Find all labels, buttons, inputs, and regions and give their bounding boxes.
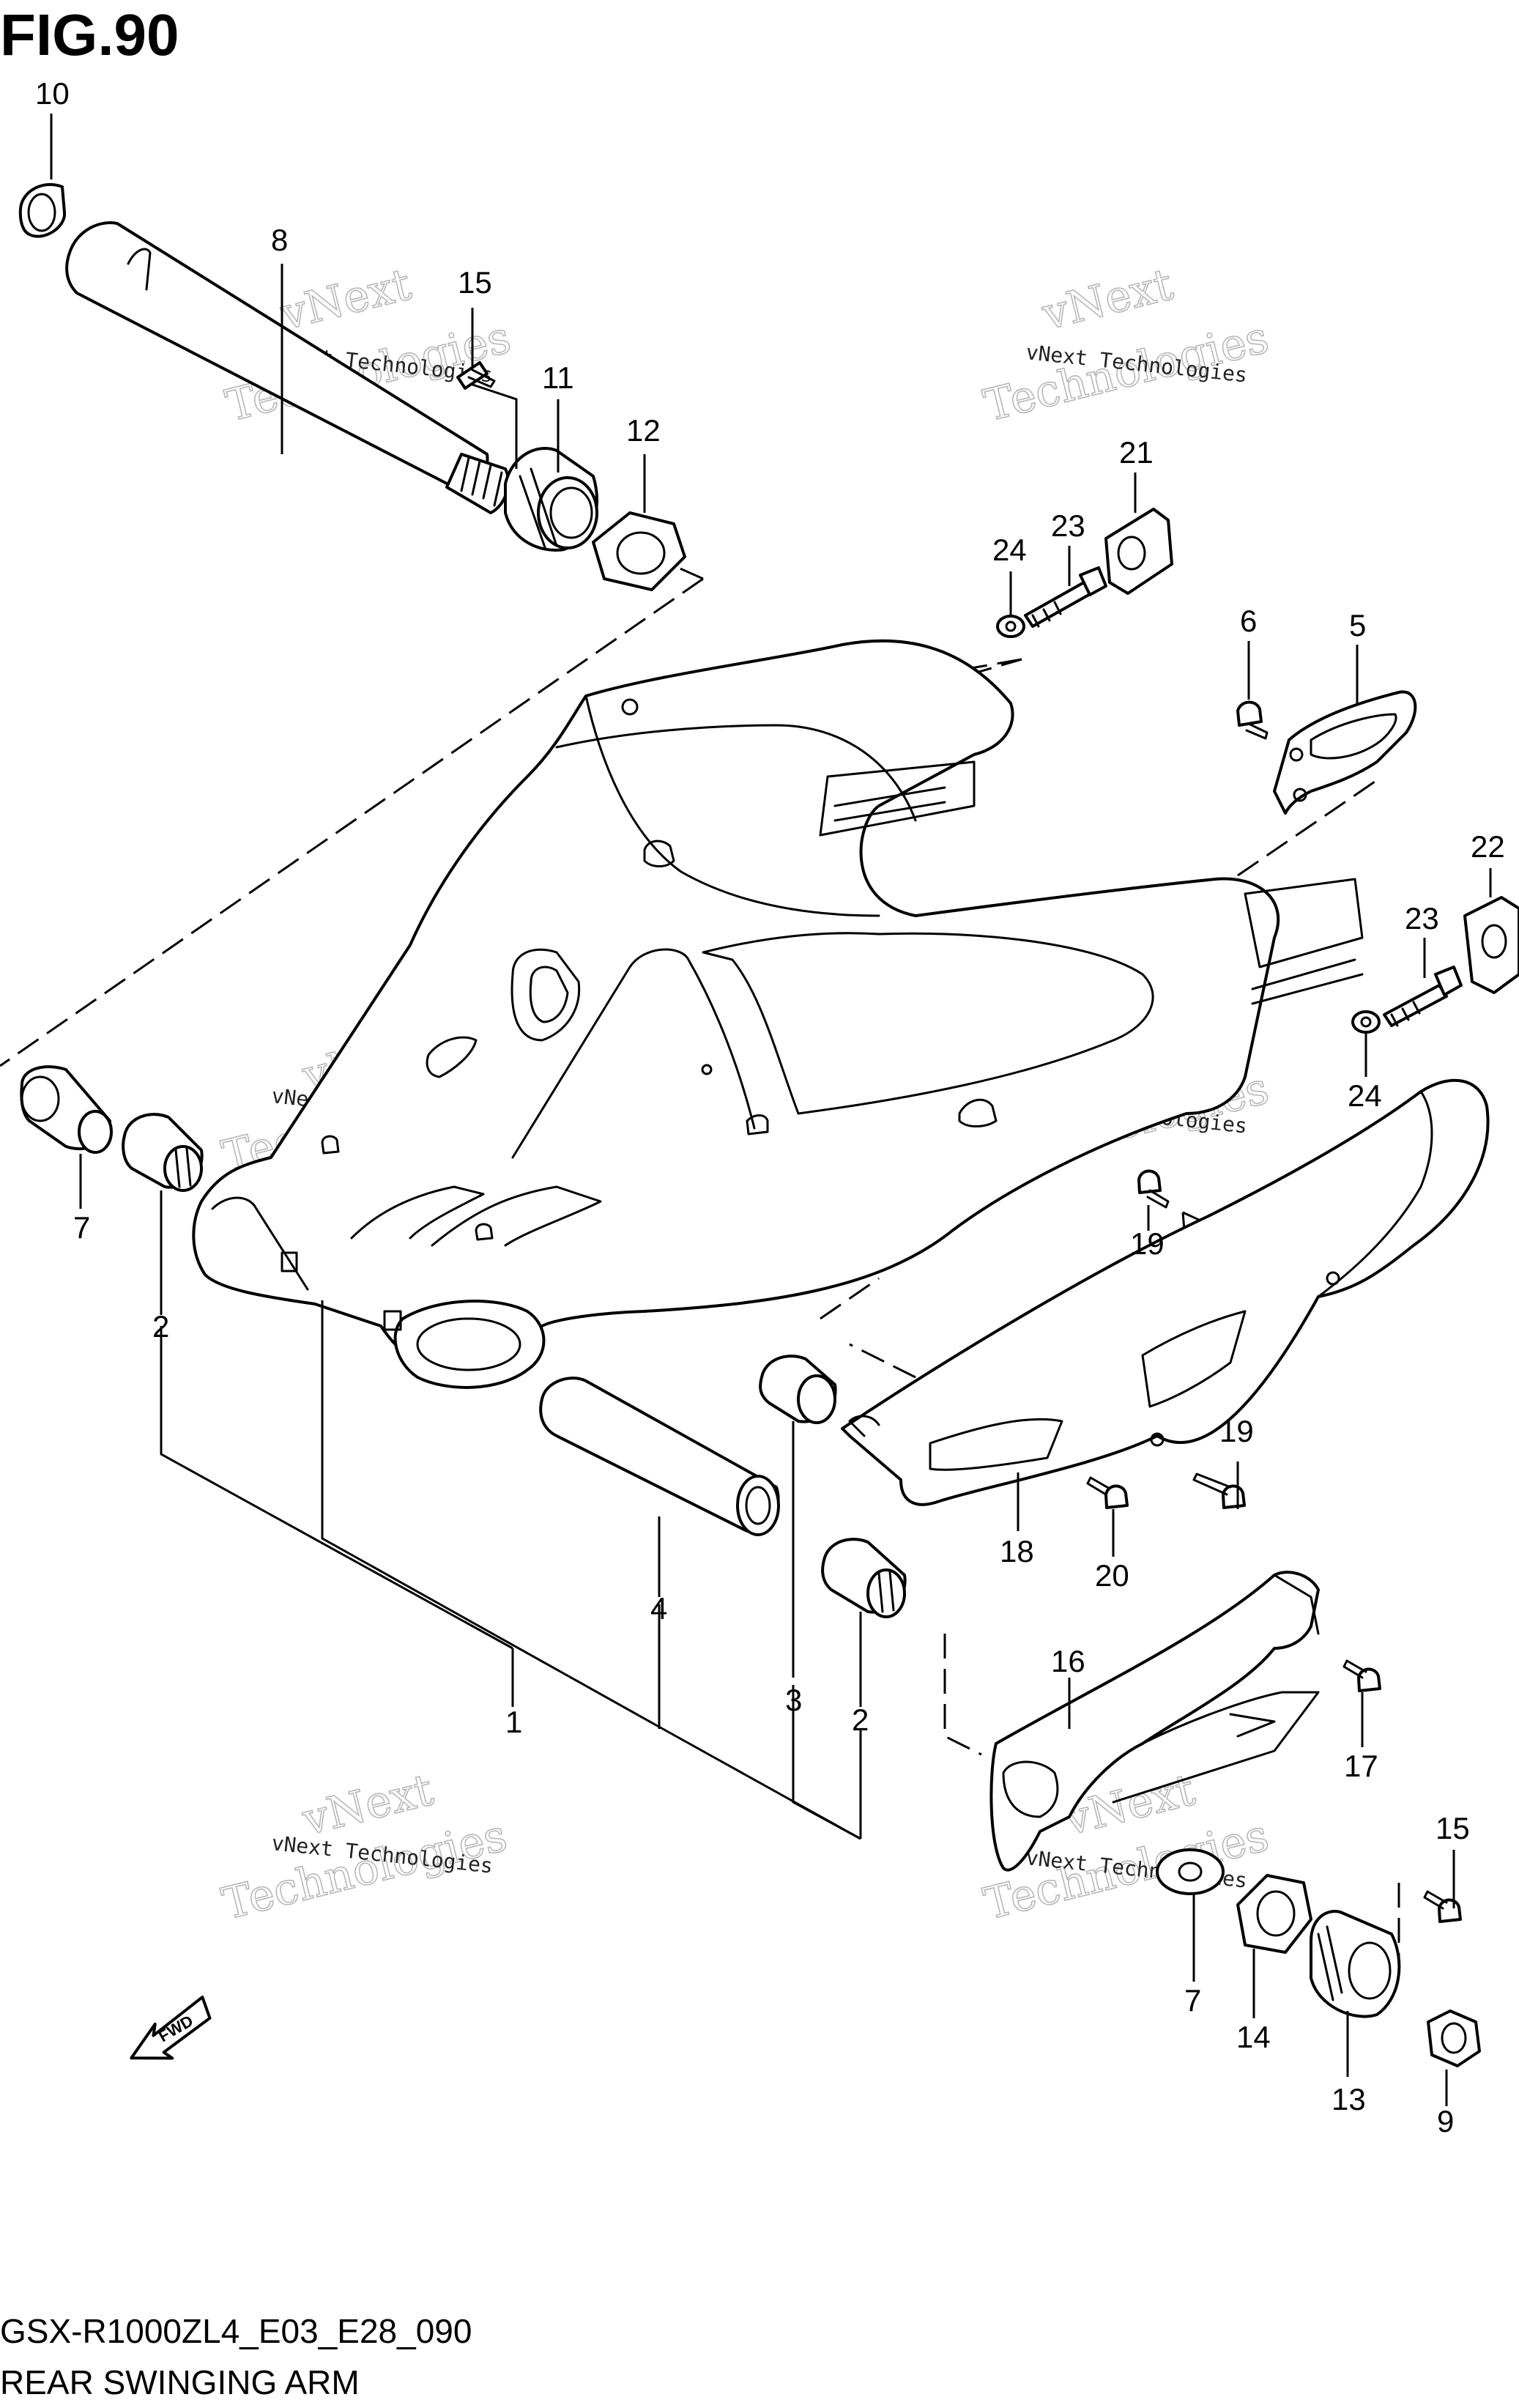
figure-title: FIG.90 — [0, 2, 179, 67]
callout-7-left: 7 — [73, 1210, 90, 1245]
callout-7-right: 7 — [1184, 1983, 1201, 2018]
callout-8: 8 — [271, 223, 288, 257]
callout-24-upper: 24 — [992, 533, 1027, 567]
pivot-adjuster — [504, 447, 598, 552]
callout-19-lower: 19 — [1219, 1414, 1254, 1448]
callout-23-upper: 23 — [1051, 508, 1085, 543]
lock-nut-14 — [1236, 1874, 1312, 1954]
fwd-direction-icon: FWD — [130, 1996, 212, 2060]
bolt-17 — [1342, 1659, 1381, 1692]
watermark-text: vNext — [275, 259, 416, 341]
callout-2-left: 2 — [152, 1309, 169, 1344]
adjuster-13 — [1310, 1910, 1401, 2018]
callout-15-lower: 15 — [1436, 1811, 1470, 1845]
callout-21: 21 — [1119, 435, 1154, 470]
callout-18: 18 — [1000, 1534, 1034, 1568]
callout-4: 4 — [650, 1591, 667, 1626]
chain-adjuster-22 — [1463, 896, 1519, 994]
spacer-4 — [539, 1377, 780, 1536]
callout-1: 1 — [505, 1705, 522, 1739]
callout-6: 6 — [1240, 604, 1257, 638]
bracket-5 — [1273, 690, 1417, 815]
pivot-nut — [18, 182, 67, 238]
leader-lines — [50, 114, 1492, 2106]
swinging-arm — [192, 639, 1364, 1389]
bearing-2-left — [122, 1113, 204, 1192]
chain-buffer-16 — [989, 1571, 1320, 1872]
watermark-bottom-left: vNext Technologies vNext Technologies — [217, 1763, 513, 1930]
nut-9 — [1427, 2009, 1481, 2067]
callout-14: 14 — [1236, 2020, 1271, 2054]
callout-19-upper: 19 — [1130, 1226, 1165, 1261]
bolt-23-lower — [1383, 966, 1463, 1027]
bolt-23-upper — [1024, 566, 1107, 628]
nut-24-lower — [1351, 1010, 1381, 1034]
callout-12: 12 — [626, 413, 661, 448]
callout-16: 16 — [1051, 1644, 1085, 1678]
callout-labels: 10 8 15 11 12 21 23 24 6 5 22 23 24 7 2 … — [35, 76, 1505, 2138]
nut-24-upper — [996, 615, 1025, 638]
callout-9: 9 — [1437, 2104, 1454, 2138]
bolt-19-upper — [1137, 1169, 1170, 1209]
bearing-2-right — [821, 1538, 907, 1618]
watermark-text: vNext — [1037, 259, 1178, 341]
callout-2-right: 2 — [852, 1703, 869, 1737]
callout-13: 13 — [1332, 2082, 1366, 2116]
callout-15-upper: 15 — [458, 265, 492, 300]
spacer-7-left — [20, 1065, 113, 1154]
pivot-lock-nut — [592, 511, 686, 591]
callout-24-lower: 24 — [1348, 1078, 1382, 1113]
screw-6 — [1236, 700, 1269, 740]
callout-22: 22 — [1471, 829, 1505, 864]
watermark-top-right: vNext Technologies vNext Technologies — [978, 258, 1274, 432]
bolt-15-lower — [1423, 1890, 1462, 1923]
callout-5: 5 — [1349, 608, 1366, 642]
callout-20: 20 — [1095, 1558, 1129, 1593]
bolt-15-upper — [456, 361, 496, 390]
callout-17: 17 — [1344, 1749, 1378, 1783]
chain-adjuster-21 — [1104, 508, 1173, 595]
spacer-7-right — [1156, 1848, 1225, 1895]
callout-3: 3 — [785, 1683, 802, 1717]
bearing-3 — [759, 1355, 837, 1424]
pivot-shaft — [65, 221, 510, 514]
chain-cover-18 — [841, 1078, 1490, 1506]
callout-23-lower: 23 — [1405, 901, 1439, 936]
callout-10: 10 — [35, 76, 70, 111]
bolt-20 — [1086, 1476, 1129, 1509]
model-code: GSX-R1000ZL4_E03_E28_090 — [0, 2312, 472, 2350]
figure-caption: REAR SWINGING ARM — [0, 2363, 360, 2401]
callout-11: 11 — [542, 360, 574, 395]
